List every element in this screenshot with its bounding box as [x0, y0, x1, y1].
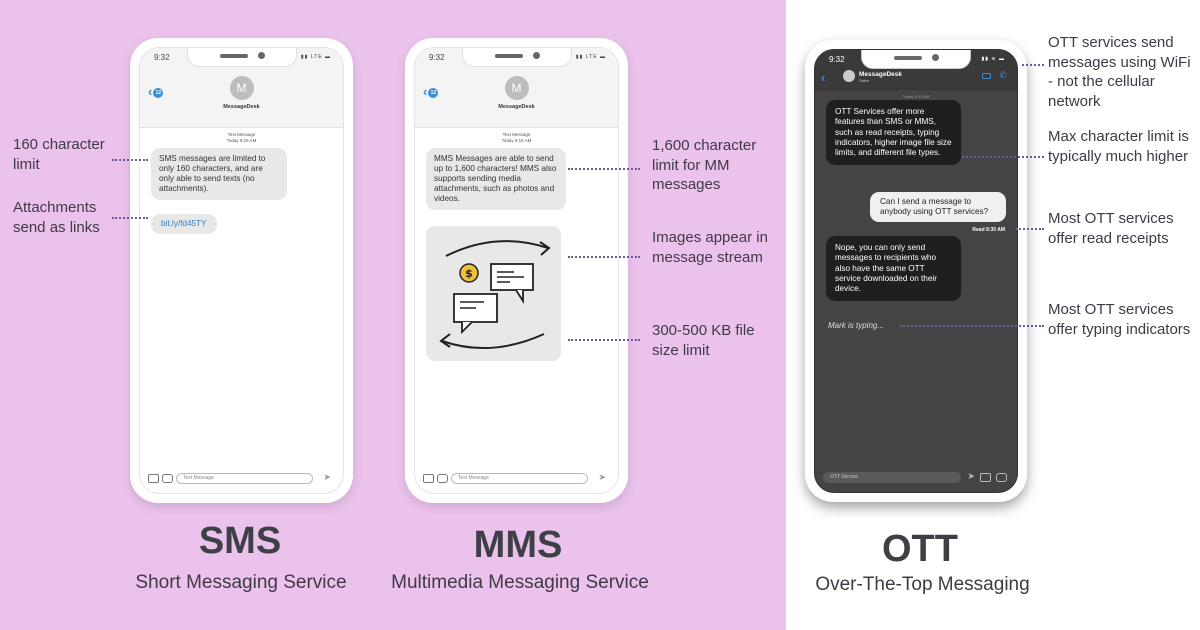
- sms-link-bubble[interactable]: bit.ly/fd45TY: [151, 214, 217, 234]
- mms-screen: 9:32 ▮▮ LTE ▬ ‹12 M MessageDesk Text Mes…: [414, 47, 619, 494]
- phone-notch: [461, 48, 572, 67]
- status-bar: 9:32 ▮▮ ≋ ▬: [815, 50, 1017, 72]
- ott-screen: 9:32 ▮▮ ≋ ▬ ‹ MessageDesk Online ✆ Today…: [814, 49, 1018, 493]
- note-mms-file-size: 300-500 KB file size limit: [652, 322, 755, 359]
- note-sms-char-limit: 160 character limit: [13, 136, 105, 173]
- ott-phone: 9:32 ▮▮ ≋ ▬ ‹ MessageDesk Online ✆ Today…: [805, 40, 1027, 502]
- phone-call-icon[interactable]: ✆: [999, 70, 1007, 80]
- sms-message-bubble: SMS messages are limited to only 160 cha…: [151, 148, 287, 200]
- contact-name: MessageDesk: [498, 104, 535, 110]
- gallery-icon[interactable]: [980, 473, 991, 482]
- dotted-connector: [568, 339, 640, 341]
- dotted-connector: [112, 159, 148, 161]
- avatar[interactable]: M: [504, 76, 529, 100]
- message-input[interactable]: Text Message: [176, 473, 313, 484]
- contact-name: MessageDesk: [223, 104, 260, 110]
- dotted-connector: [1022, 64, 1044, 66]
- dotted-connector: [568, 256, 640, 258]
- dotted-connector: [900, 325, 1044, 327]
- dotted-connector: [568, 168, 640, 170]
- dotted-connector: [1016, 228, 1044, 230]
- back-button[interactable]: ‹: [821, 70, 826, 85]
- unread-badge: 12: [153, 87, 164, 98]
- chat-exchange-illustration: $: [439, 240, 551, 349]
- mms-title: MMS: [473, 524, 563, 566]
- status-time: 9:32: [429, 53, 445, 62]
- contact-status: Online: [859, 79, 870, 83]
- phone-notch: [186, 48, 297, 67]
- mms-message-bubble: MMS Messages are able to send up to 1,60…: [426, 148, 566, 210]
- unread-badge: 12: [428, 87, 439, 98]
- signal-battery-icon: ▮▮ LTE ▬: [300, 54, 331, 60]
- avatar[interactable]: [843, 70, 855, 82]
- composer: Text Message ➤: [146, 472, 337, 485]
- sms-phone: 9:32 ▮▮ LTE ▬ ‹12 M MessageDesk Text Mes…: [130, 38, 353, 503]
- typing-indicator: Mark is typing...: [828, 321, 885, 330]
- svg-text:$: $: [465, 267, 473, 280]
- note-mms-char-limit: 1,600 character limit for MM messages: [652, 137, 757, 193]
- status-time: 9:32: [154, 53, 170, 62]
- status-time: 9:32: [829, 55, 845, 64]
- back-button[interactable]: ‹12: [423, 84, 439, 99]
- mms-subtitle: Multimedia Messaging Service: [391, 572, 649, 593]
- note-ott-char-limit: Max character limit is typically much hi…: [1048, 128, 1189, 165]
- mms-phone: 9:32 ▮▮ LTE ▬ ‹12 M MessageDesk Text Mes…: [405, 38, 628, 503]
- video-call-icon[interactable]: [982, 73, 991, 79]
- sms-title: SMS: [198, 520, 282, 562]
- read-receipt: Read 9:30 AM: [972, 227, 1005, 233]
- message-input[interactable]: Text Message: [451, 473, 588, 484]
- camera-icon[interactable]: [437, 474, 448, 483]
- note-sms-attachments: Attachments send as links: [13, 199, 100, 236]
- timestamp: Text Message Today 9:15 AM: [226, 132, 257, 143]
- ott-message-2: Can I send a message to anybody using OT…: [870, 192, 1006, 222]
- note-ott-read-receipts: Most OTT services offer read receipts: [1048, 210, 1174, 247]
- dotted-connector: [112, 217, 148, 219]
- wifi-battery-icon: ▮▮ ≋ ▬: [981, 56, 1005, 62]
- timestamp: Today 9:15 AM: [902, 94, 930, 99]
- composer: OTT Service ➤: [821, 471, 1011, 484]
- message-input[interactable]: OTT Service: [823, 472, 961, 483]
- composer: Text Message ➤: [421, 472, 612, 485]
- send-icon[interactable]: ➤: [598, 472, 606, 482]
- note-ott-typing: Most OTT services offer typing indicator…: [1048, 301, 1191, 338]
- dotted-connector: [962, 156, 1044, 158]
- avatar[interactable]: M: [229, 76, 254, 100]
- ott-message-3: Nope, you can only send messages to reci…: [826, 236, 961, 302]
- note-ott-wifi: OTT services send messages using WiFi - …: [1048, 34, 1191, 110]
- ott-title: OTT: [882, 528, 958, 570]
- back-button[interactable]: ‹12: [148, 84, 164, 99]
- camera-icon[interactable]: [162, 474, 173, 483]
- note-mms-images: Images appear in message stream: [652, 229, 768, 266]
- ott-subtitle: Over-The-Top Messaging: [815, 574, 1030, 595]
- gallery-icon[interactable]: [423, 474, 434, 483]
- sms-subtitle: Short Messaging Service: [135, 572, 347, 593]
- camera-icon[interactable]: [996, 473, 1007, 482]
- signal-battery-icon: ▮▮ LTE ▬: [575, 54, 606, 60]
- gallery-icon[interactable]: [148, 474, 159, 483]
- send-icon[interactable]: ➤: [323, 472, 331, 482]
- status-bar: 9:32 ▮▮ LTE ▬: [415, 48, 618, 70]
- contact-name: MessageDesk: [859, 71, 902, 78]
- purple-background: [0, 0, 786, 630]
- mms-image-attachment[interactable]: $: [426, 226, 561, 361]
- ott-message-1: OTT Services offer more features than SM…: [826, 100, 961, 166]
- phone-notch: [861, 50, 971, 69]
- timestamp: Text Message Today 9:15 AM: [501, 132, 532, 143]
- status-bar: 9:32 ▮▮ LTE ▬: [140, 48, 343, 70]
- sms-screen: 9:32 ▮▮ LTE ▬ ‹12 M MessageDesk Text Mes…: [139, 47, 344, 494]
- send-icon[interactable]: ➤: [967, 471, 975, 481]
